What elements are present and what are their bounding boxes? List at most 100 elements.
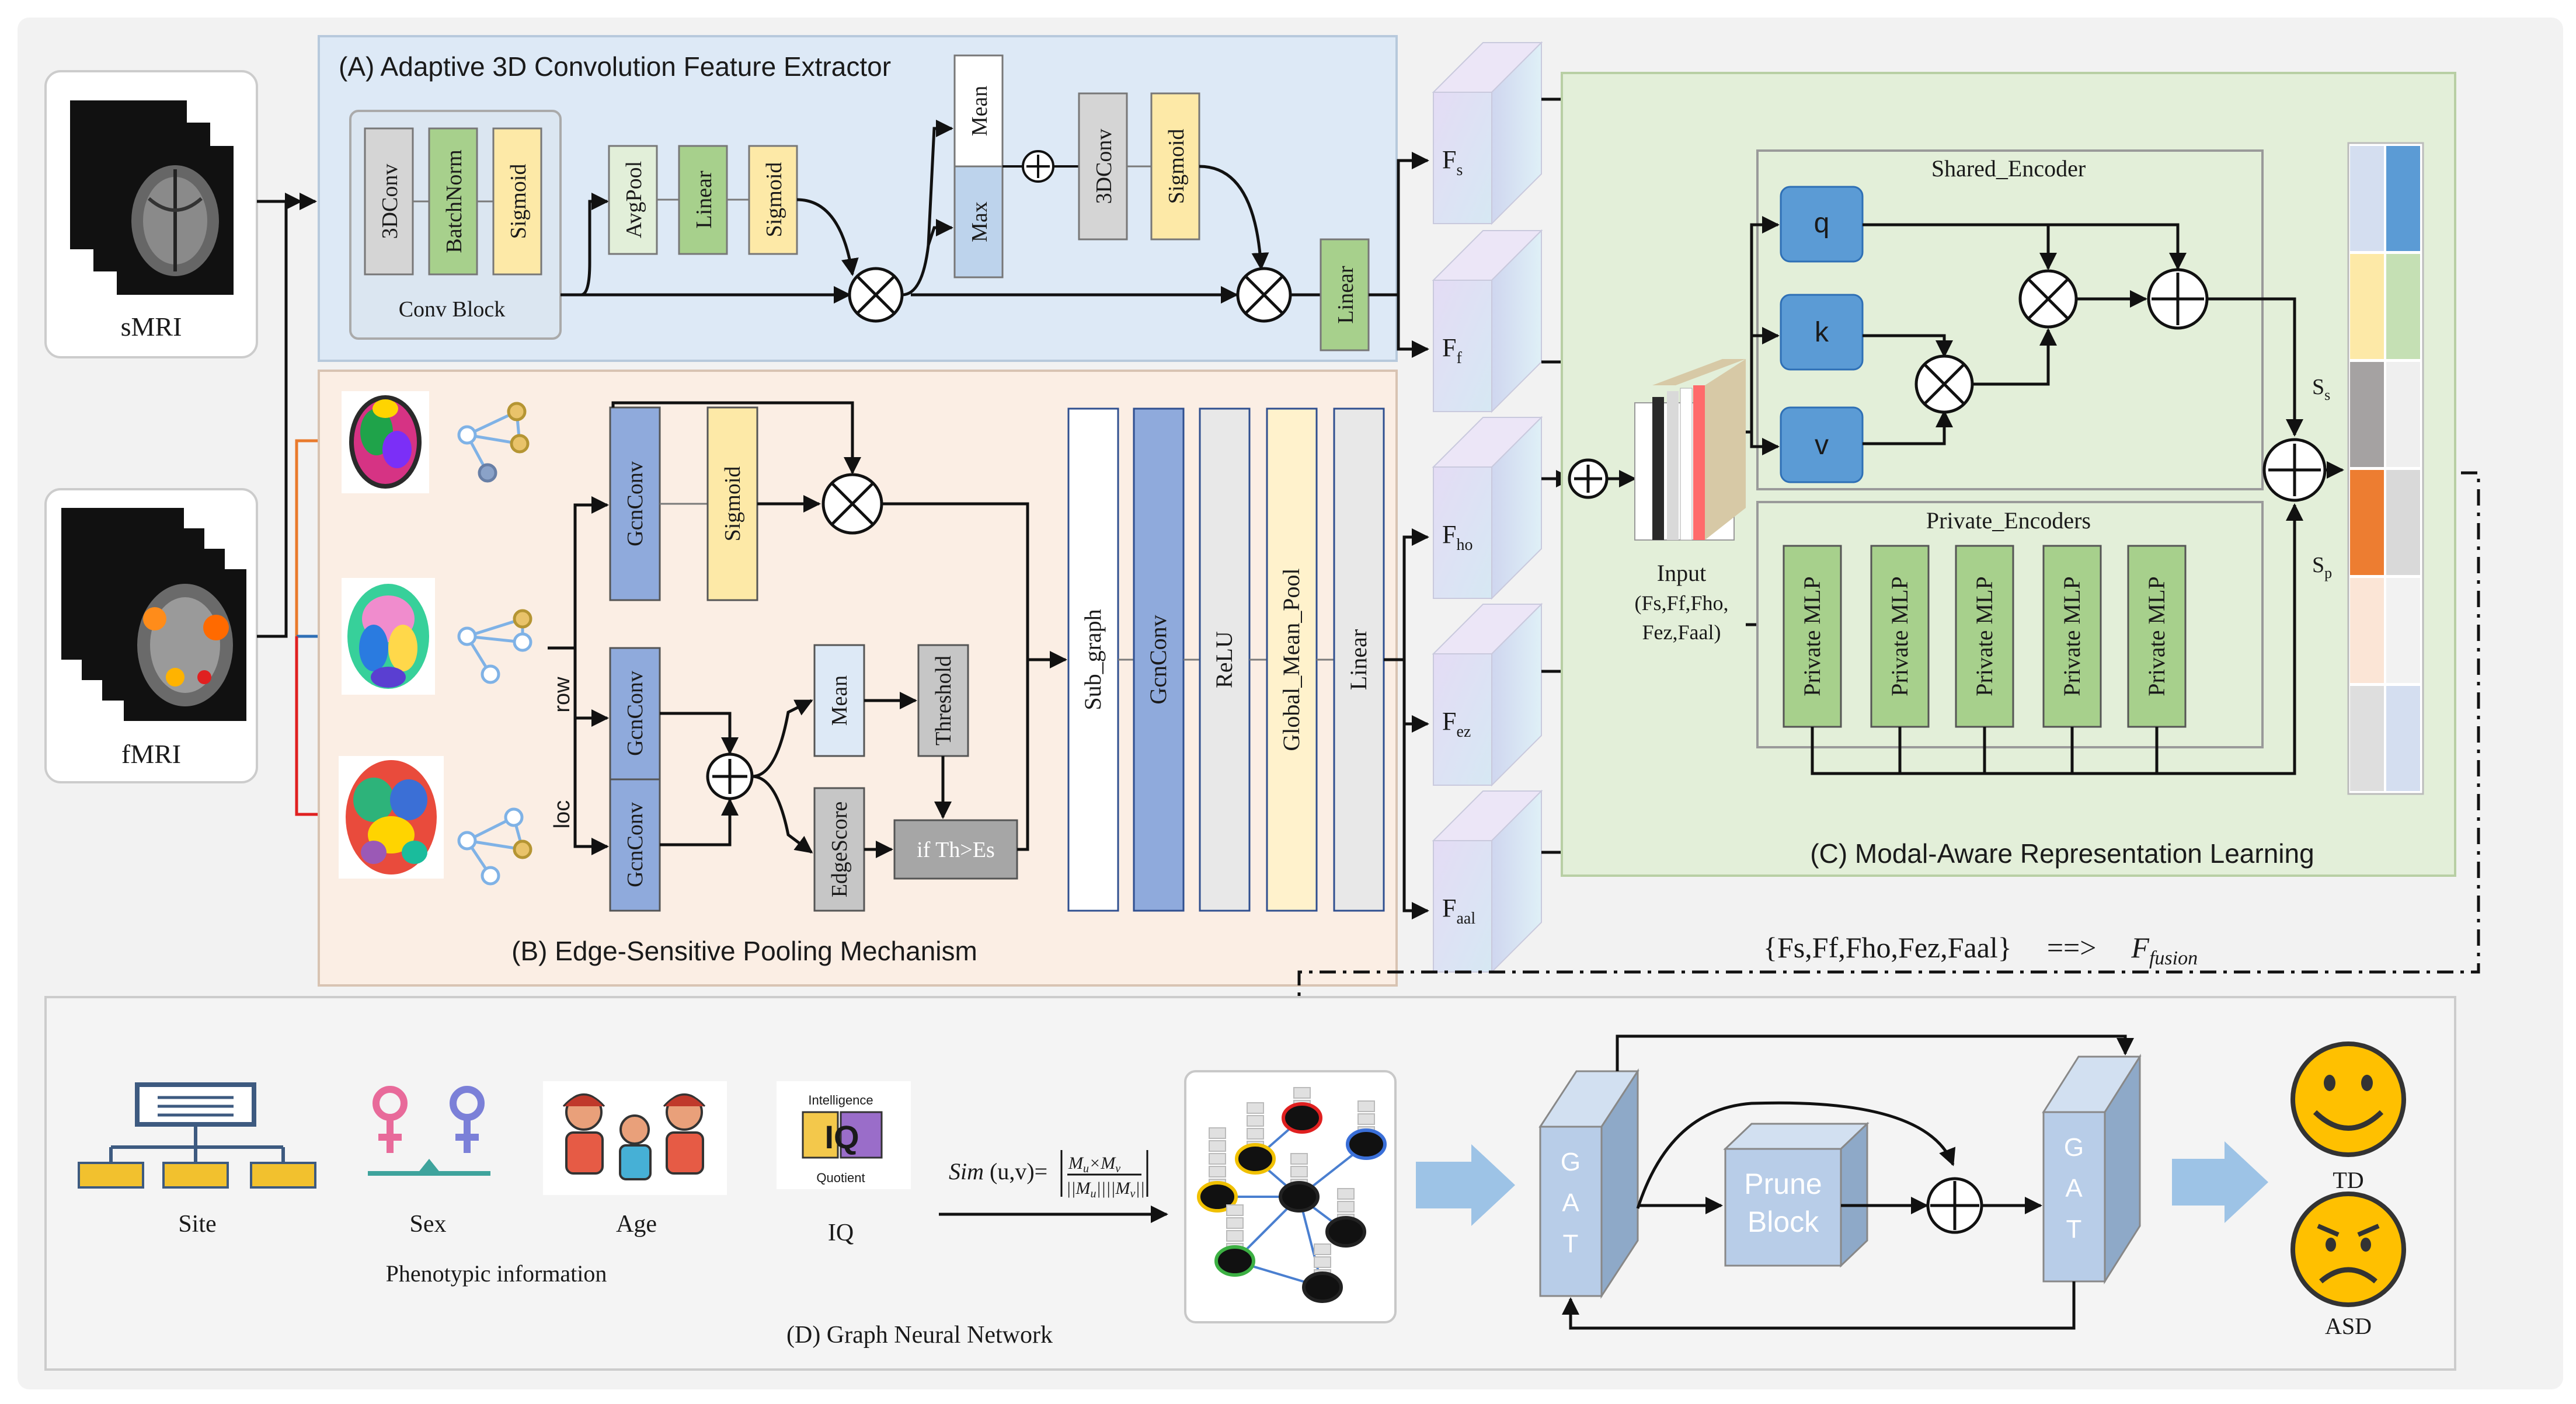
atlas-ho-image [342,391,429,493]
graph-node [1302,1271,1343,1303]
td-face-icon [2290,1041,2406,1157]
input-label-line3: Fez,Faal) [1642,621,1721,644]
svg-text:3DConv: 3DConv [1092,129,1116,204]
graph-node [1325,1216,1366,1248]
site-label: Site [178,1211,216,1238]
graph-node [1235,1143,1276,1175]
feature-label-s: Fs [1442,145,1463,179]
panel-a-title: (A) Adaptive 3D Convolution Feature Extr… [339,51,891,82]
add-node-c1 [2147,268,2209,330]
node-feature-bar [1290,1153,1308,1165]
gcnconv-stack-block: GcnConv [1133,407,1185,912]
output-feature-bar [2347,142,2424,795]
max-block-a: Max [953,165,1004,278]
gcnconv-top-block: GcnConv [609,406,661,601]
svg-text:ReLU: ReLU [1211,631,1237,688]
svg-text:GcnConv: GcnConv [623,461,648,546]
gcnconv-row-block: GcnConv [609,647,661,781]
node-feature-bar [1337,1188,1355,1200]
node-feature-bar [1247,1115,1264,1127]
svg-text:k: k [1815,317,1829,348]
svg-text:Sub_graph: Sub_graph [1080,609,1106,710]
svg-text:Mean: Mean [827,675,852,726]
svg-text:T: T [1563,1229,1579,1258]
node-feature-bar [1290,1166,1308,1177]
graph-icon-aal [457,807,532,886]
ss-label: Ss [2312,375,2330,403]
svg-text:Sigmoid: Sigmoid [506,164,531,239]
sigmoid-block-3: Sigmoid [1150,92,1200,241]
input-label: Input [1657,560,1706,586]
svg-text:Private MLP: Private MLP [1971,576,1997,696]
svg-text:Mu×Mv: Mu×Mv [1068,1154,1120,1175]
shared-encoder-label: Shared_Encoder [1931,155,2086,182]
svg-text:EdgeScore: EdgeScore [827,802,852,898]
feature-label-f: Ff [1442,333,1462,367]
add-node-c-input [1568,458,1609,499]
concat-node-a [1022,150,1054,183]
linear-output-block-a: Linear [1320,238,1370,351]
feature-label-ez: Fez [1442,707,1471,741]
svg-text:Linear: Linear [1334,266,1358,324]
iq-icon: Intelligence IQ Quotient [777,1081,911,1189]
similarity-formula: Sim (u,v)= Mu×Mv ||Mu||||Mv|| [949,1150,1148,1200]
svg-text:G: G [1561,1148,1581,1176]
node-feature-bar [1357,1100,1375,1112]
svg-text:Quotient: Quotient [816,1170,865,1185]
flow-arrow-2 [2172,1141,2268,1223]
private-mlp-block: Private MLP [2127,545,2187,728]
node-feature-bar [1247,1128,1264,1140]
graph-icon-ho [457,402,530,483]
sex-icon [368,1086,490,1176]
svg-text:GcnConv: GcnConv [623,802,648,887]
panel-b-title: (B) Edge-Sensitive Pooling Mechanism [511,936,977,966]
site-icon [78,1082,316,1189]
population-graph-nodes [1197,1087,1387,1303]
subgraph-block: Sub_graph [1067,407,1119,912]
private-mlp-block: Private MLP [1870,545,1930,728]
feature-cube-ho: Fho [1432,416,1543,600]
private-mlp-group: Private MLP Private MLP Private MLP Private… [1783,545,2187,774]
private-mlp-block: Private MLP [2042,545,2102,728]
node-feature-bar [1314,1243,1331,1255]
threshold-block: Threshold [917,644,969,757]
svg-text:Prune: Prune [1744,1168,1822,1200]
svg-text:A: A [2065,1174,2083,1203]
atlas-ez-image [342,578,435,695]
node-feature-bar [1293,1087,1311,1099]
node-feature-bar [1226,1217,1244,1229]
node-feature-bar [1209,1166,1226,1177]
add-node-d [1926,1177,1983,1234]
phenotypic-label: Phenotypic information [386,1260,607,1287]
svg-text:v: v [1815,430,1829,461]
feature-label-ho: Fho [1442,520,1473,554]
graph-node [1214,1245,1255,1277]
multiply-node-b [821,473,883,535]
node-feature-bar [1226,1204,1244,1216]
gcnconv-loc-block: GcnConv [609,778,661,912]
avgpool-block: AvgPool [608,145,658,255]
add-node-c2 [2262,438,2327,502]
condition-block: if Th>Es [893,819,1018,880]
svg-text:q: q [1814,208,1830,239]
node-feature-bar [1337,1201,1355,1213]
asd-label: ASD [2325,1313,2372,1339]
multiply-node-c1 [1914,354,1974,414]
flow-arrow-1 [1416,1144,1515,1226]
feature-cube-ez: Fez [1432,602,1543,787]
q-block: q [1780,186,1864,263]
v-block: v [1780,406,1864,483]
svg-text:BatchNorm: BatchNorm [442,149,467,253]
fmri-input: fMRI [44,488,258,783]
svg-text:GcnConv: GcnConv [1145,615,1171,704]
input-feature-stack [1634,359,1746,541]
svg-text:(u,v)=: (u,v)= [990,1158,1047,1184]
node-feature-bar [1209,1153,1226,1165]
node-feature-bar [1247,1102,1264,1114]
svg-text:Intelligence: Intelligence [808,1093,873,1107]
private-encoders-label: Private_Encoders [1926,507,2091,534]
node-feature-bar [1209,1127,1226,1139]
svg-text:Private MLP: Private MLP [1799,576,1825,696]
